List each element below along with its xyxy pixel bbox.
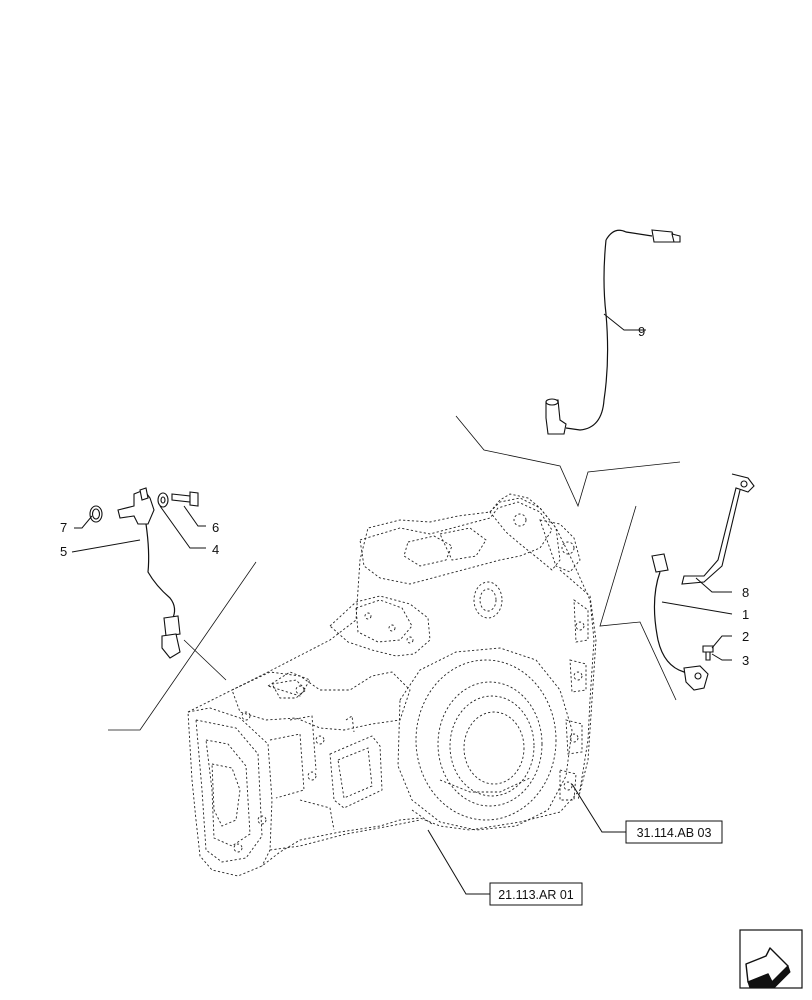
callout-8: 8 (742, 585, 749, 600)
part-9-sensor-harness (545, 229, 681, 435)
transmission-housing (187, 493, 597, 877)
callout-7: 7 (60, 520, 67, 535)
reference-label: 21.113.AR 01 (498, 888, 574, 902)
reference-31-114-AB-03[interactable]: 31.114.AB 03 (625, 820, 723, 844)
callout-3: 3 (742, 653, 749, 668)
callout-labels: 9 8 1 2 3 6 4 7 5 (60, 324, 749, 668)
leader-lines (71, 313, 733, 895)
part-1-speed-sensor (651, 553, 709, 691)
reference-label: 31.114.AB 03 (637, 826, 712, 840)
part-6-bolt (171, 491, 199, 507)
reference-21-113-AR-01[interactable]: 21.113.AR 01 (489, 882, 583, 906)
callout-6: 6 (212, 520, 219, 535)
exploded-view-guide-lines (108, 415, 681, 731)
part-7-o-ring (89, 505, 103, 523)
callout-4: 4 (212, 542, 219, 557)
part-4-washer (157, 492, 169, 508)
callout-9: 9 (638, 324, 645, 339)
part-5-sensor-with-cable (117, 487, 181, 659)
part-8-bracket (681, 473, 755, 585)
next-page-arrow-icon[interactable] (739, 929, 803, 989)
part-2-screw (702, 645, 714, 661)
callout-5: 5 (60, 544, 67, 559)
callout-1: 1 (742, 607, 749, 622)
callout-2: 2 (742, 629, 749, 644)
